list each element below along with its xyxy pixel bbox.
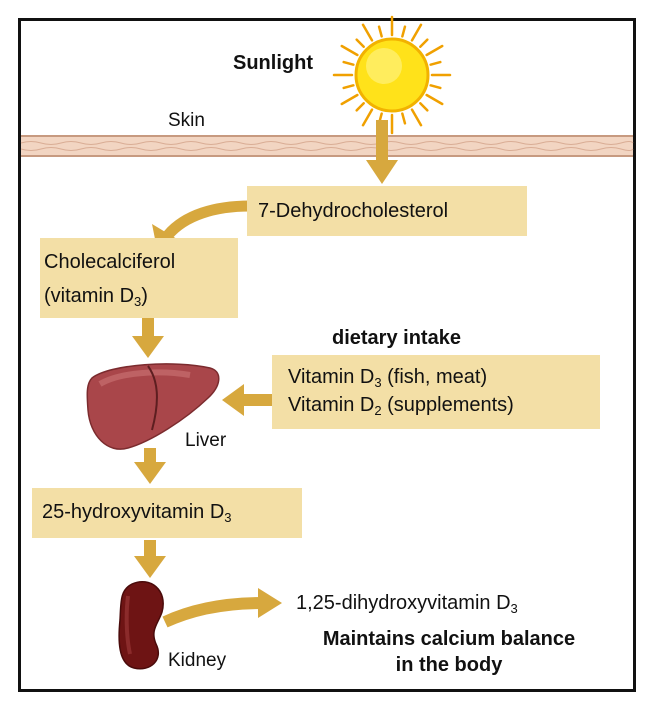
skin-label: Skin [168, 110, 205, 131]
sun-ray [401, 112, 407, 125]
dietary-vitamin-d2: Vitamin D2 (supplements) [288, 393, 514, 417]
skin-layer [20, 135, 634, 157]
sun-ray [377, 25, 383, 38]
sun-ray [429, 84, 442, 90]
sun-ray [361, 108, 374, 127]
sun-ray [410, 108, 423, 127]
dietary-vitamin-d3-post: (fish, meat) [381, 366, 488, 388]
sun-ray [361, 23, 374, 42]
sunlight-label: Sunlight [233, 52, 313, 74]
sun-ray [425, 93, 444, 106]
dietary-vitamin-d3: Vitamin D3 (fish, meat) [288, 365, 487, 389]
arrow-liver-to-hydroxyvitamin [134, 448, 166, 484]
dietary-vitamin-d2-pre: Vitamin D [288, 394, 375, 416]
hydroxyvitamin-sub: 3 [224, 510, 232, 525]
cholecalciferol-label: Cholecalciferol [44, 251, 176, 273]
sun-ray [340, 93, 359, 106]
liver-icon [86, 363, 220, 450]
sun-ray [355, 102, 365, 112]
liver-label: Liver [185, 430, 227, 451]
arrow-kidney-to-dihydroxyvitamin [162, 588, 282, 628]
kidney-icon [118, 581, 164, 670]
sun-ray [340, 44, 359, 57]
sun-icon [332, 15, 452, 135]
dietary-intake-label: dietary intake [332, 327, 461, 349]
dihydroxyvitamin-sub: 3 [510, 601, 518, 616]
dietary-vitamin-d3-pre: Vitamin D [288, 366, 375, 388]
cholecalciferol-vitamin-d3-pre: (vitamin D [44, 285, 135, 307]
sun-ray [342, 84, 355, 90]
arrow-cholecalciferol-to-liver [132, 318, 164, 358]
dehydrocholesterol-box [247, 186, 527, 236]
hydroxyvitamin-label: 25-hydroxyvitamin D3 [42, 500, 232, 524]
dietary-intake-box [272, 355, 600, 429]
arrow-sun-to-dehydrocholesterol [366, 120, 398, 184]
dietary-vitamin-d2-sub: 2 [374, 403, 382, 418]
maintains-calcium-line2: in the body [395, 654, 503, 676]
hydroxyvitamin-pre: 25-hydroxyvitamin D [42, 501, 225, 523]
dietary-vitamin-d2-post: (supplements) [381, 394, 514, 416]
sun-ray [419, 38, 429, 48]
dihydroxyvitamin-pre: 1,25-dihydroxyvitamin D [296, 592, 511, 614]
hydroxyvitamin-box [32, 488, 302, 538]
cholecalciferol-vitamin-d3-post: ) [141, 285, 148, 307]
sun-ray [410, 23, 423, 42]
dehydrocholesterol-label: 7-Dehydrocholesterol [258, 200, 449, 222]
cholecalciferol-vitamin-d3-sub: 3 [134, 294, 142, 309]
cholecalciferol-vitamin-d3: (vitamin D3) [44, 284, 148, 308]
arrow-dietary-to-liver [222, 384, 274, 416]
dietary-vitamin-d3-sub: 3 [374, 375, 382, 390]
maintains-calcium-line1: Maintains calcium balance [322, 628, 576, 650]
sun-ray [401, 25, 407, 38]
sun-ray [355, 38, 365, 48]
sun-ray [429, 60, 442, 66]
dihydroxyvitamin-label: 1,25-dihydroxyvitamin D3 [296, 592, 518, 615]
sun-ray [425, 44, 444, 57]
kidney-label: Kidney [168, 650, 227, 671]
cholecalciferol-box [40, 238, 238, 318]
sun-ray [419, 102, 429, 112]
sun-ray [342, 60, 355, 66]
arrow-hydroxyvitamin-to-kidney [134, 540, 166, 578]
